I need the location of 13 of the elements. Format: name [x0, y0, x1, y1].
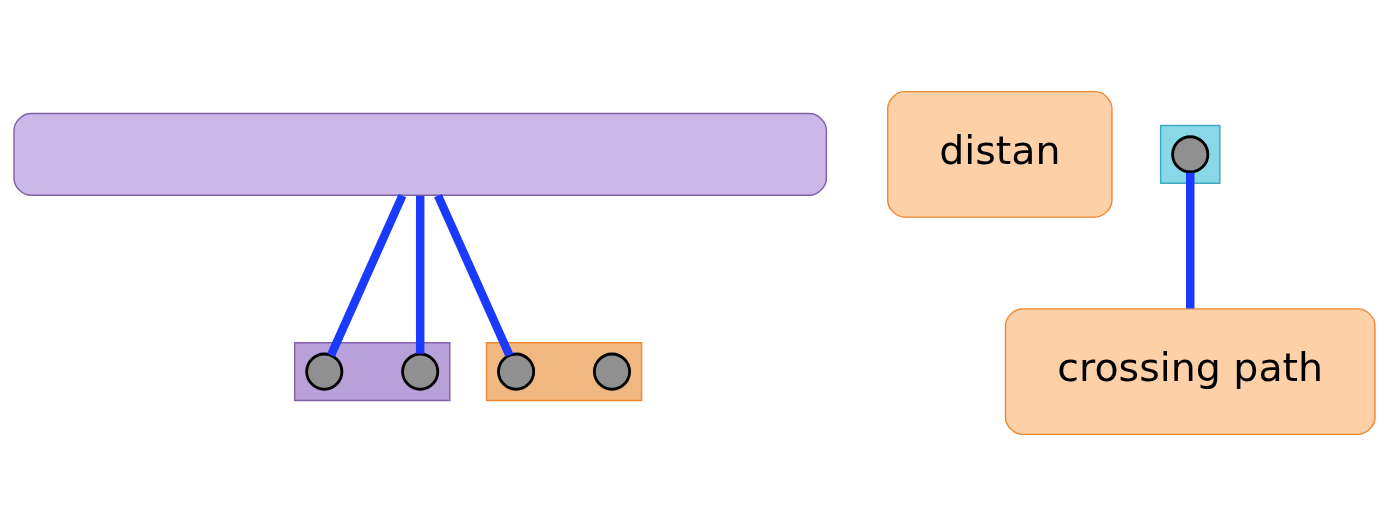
- node-box: crossing path: [1004, 307, 1376, 435]
- node-circle: [305, 352, 344, 391]
- connector: [415, 195, 425, 354]
- cluster: [1159, 124, 1221, 184]
- cluster: [293, 341, 451, 401]
- node-circle: [497, 352, 536, 391]
- connector: [1186, 172, 1195, 309]
- cluster: [485, 341, 643, 401]
- node-circle: [401, 352, 440, 391]
- node-box: distan: [887, 90, 1113, 218]
- node-circle: [592, 352, 632, 391]
- node-box: [13, 112, 828, 196]
- node-circle: [1171, 134, 1210, 173]
